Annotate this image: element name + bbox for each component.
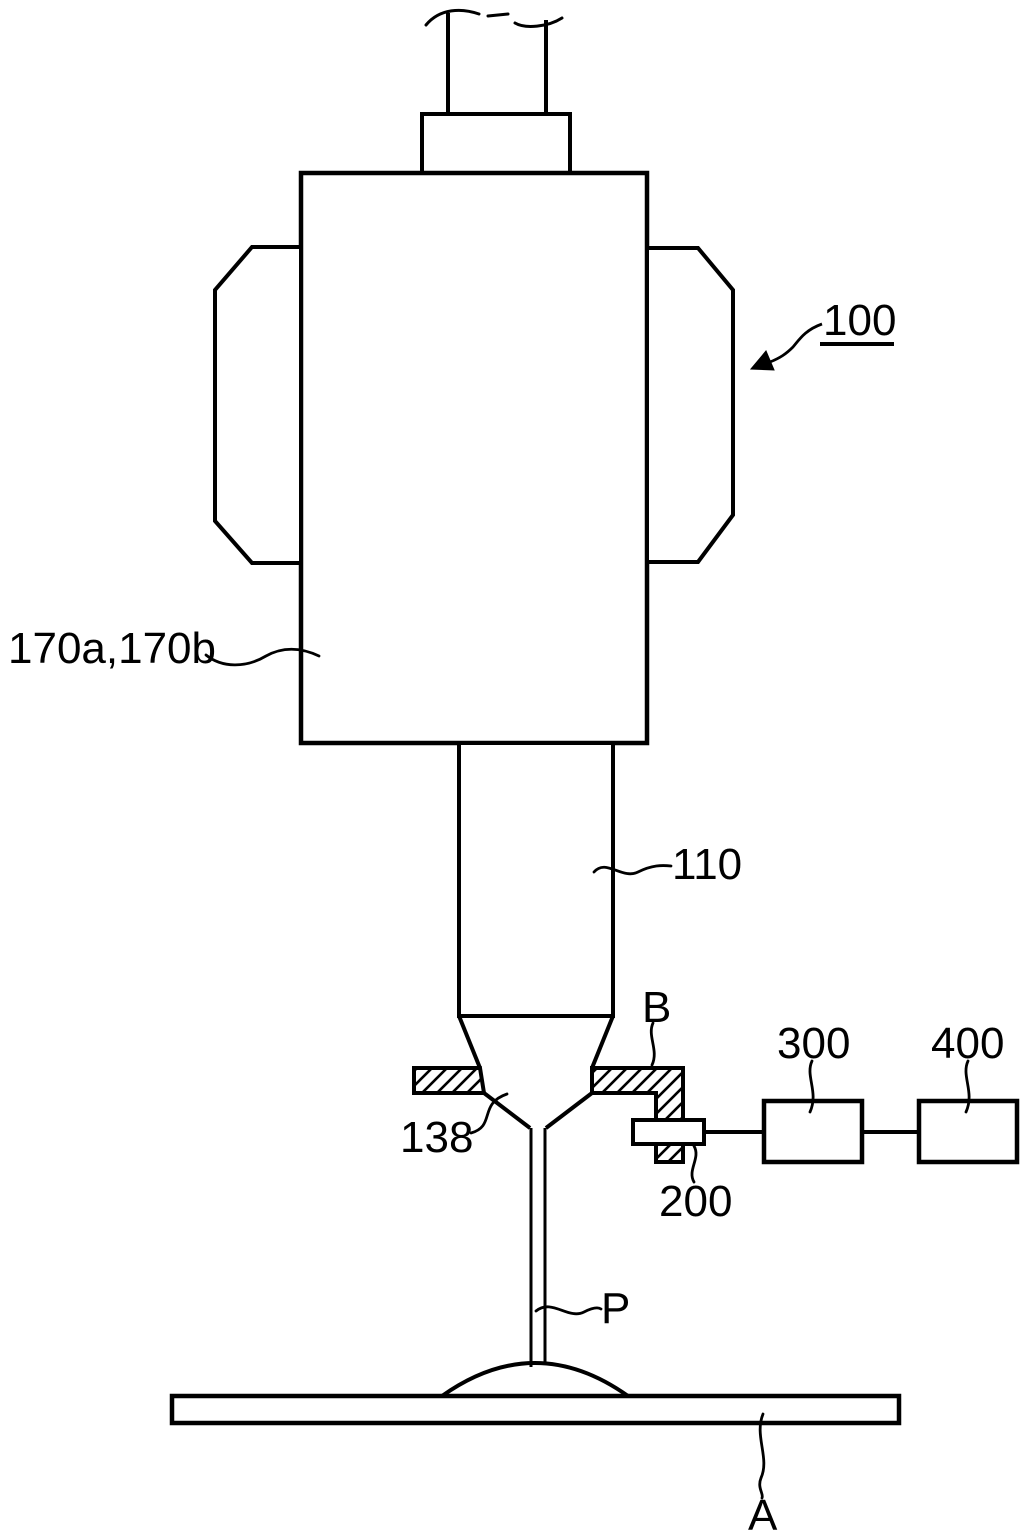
box-300 [761, 1098, 865, 1165]
leader-138 [469, 1092, 509, 1135]
base-plate [169, 1393, 902, 1426]
leader-110 [592, 864, 673, 876]
plasma-column-p [529, 1128, 547, 1367]
leader-200 [690, 1144, 698, 1184]
leader-170 [204, 647, 321, 667]
orifice-plate-right-bracket [590, 1066, 685, 1164]
label-p: P [601, 1284, 631, 1333]
break-line [424, 8, 564, 28]
label-b: B [642, 983, 672, 1032]
box-400 [916, 1098, 1020, 1165]
weld-bead [440, 1361, 630, 1398]
nozzle-cone [482, 1091, 594, 1130]
label-100: 100 [823, 296, 897, 345]
label-300: 300 [777, 1019, 851, 1068]
reference-arrow-100 [749, 322, 823, 371]
label-200: 200 [659, 1177, 733, 1226]
torch-body [298, 170, 650, 746]
nozzle-taper [457, 1015, 615, 1069]
leader-lines [204, 647, 971, 1500]
label-400: 400 [931, 1019, 1005, 1068]
side-block-right [645, 246, 735, 564]
arrowhead-icon [749, 350, 775, 371]
sensor-block-200 [631, 1118, 706, 1146]
orifice-plate-left [412, 1066, 487, 1095]
supply-shaft [446, 13, 548, 114]
nozzle-barrel [457, 741, 615, 1018]
label-170a-170b: 170a,170b [8, 624, 216, 673]
shaft-collar [420, 112, 572, 175]
leader-b [649, 1021, 656, 1067]
label-110: 110 [672, 840, 743, 889]
leader-a [758, 1412, 766, 1500]
label-138: 138 [400, 1113, 474, 1162]
leader-300 [808, 1059, 815, 1114]
leader-p [534, 1305, 603, 1316]
side-block-left [213, 245, 303, 565]
leader-400 [964, 1059, 971, 1114]
label-a: A [748, 1491, 778, 1536]
